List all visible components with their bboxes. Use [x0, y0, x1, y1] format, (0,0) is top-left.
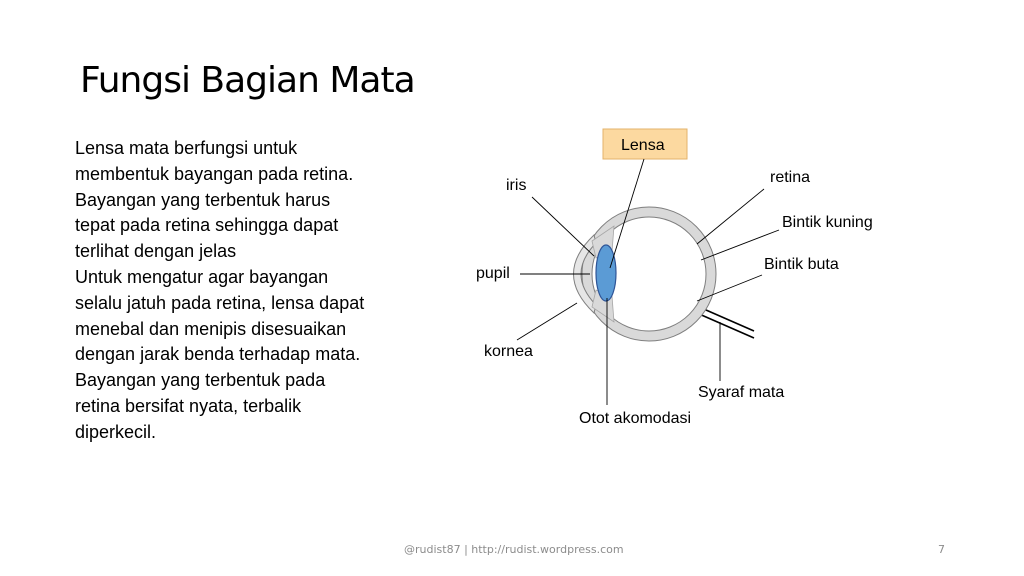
page-number: 7	[938, 543, 945, 556]
body-text: Lensa mata berfungsi untuk membentuk bay…	[75, 136, 365, 446]
label-retina: retina	[770, 169, 810, 186]
footer-credit: @rudist87 | http://rudist.wordpress.com	[404, 543, 624, 556]
paragraph-accommodation: Untuk mengatur agar bayangan selalu jatu…	[75, 266, 365, 365]
leader-bintik-kuning	[700, 229, 780, 261]
leader-retina	[696, 188, 765, 245]
lens-shape	[595, 244, 617, 302]
lensa-label-box	[602, 128, 688, 160]
paragraph-image-on-retina: Bayangan yang terbentuk harus tepat pada…	[75, 189, 339, 262]
leader-iris	[531, 196, 595, 257]
label-kornea: kornea	[484, 343, 533, 360]
label-iris: iris	[506, 177, 526, 194]
label-bintik-kuning: Bintik kuning	[782, 214, 873, 231]
leader-bintik-buta	[696, 274, 763, 302]
paragraph-image-properties: Bayangan yang terbentuk pada retina bers…	[75, 370, 326, 442]
label-lensa: Lensa	[621, 137, 665, 154]
eyeball	[573, 206, 717, 342]
label-pupil: pupil	[476, 265, 510, 282]
leader-kornea	[516, 302, 578, 341]
leader-lines	[516, 158, 780, 405]
paragraph-lens-function: Lensa mata berfungsi untuk membentuk bay…	[75, 138, 354, 184]
leader-lensa	[609, 158, 645, 269]
label-otot-akomodasi: Otot akomodasi	[579, 410, 691, 427]
label-syaraf-mata: Syaraf mata	[698, 384, 784, 401]
cornea-shape	[573, 234, 597, 314]
eye-interior	[591, 216, 707, 332]
slide-title: Fungsi Bagian Mata	[80, 60, 416, 101]
label-bintik-buta: Bintik buta	[764, 256, 839, 273]
